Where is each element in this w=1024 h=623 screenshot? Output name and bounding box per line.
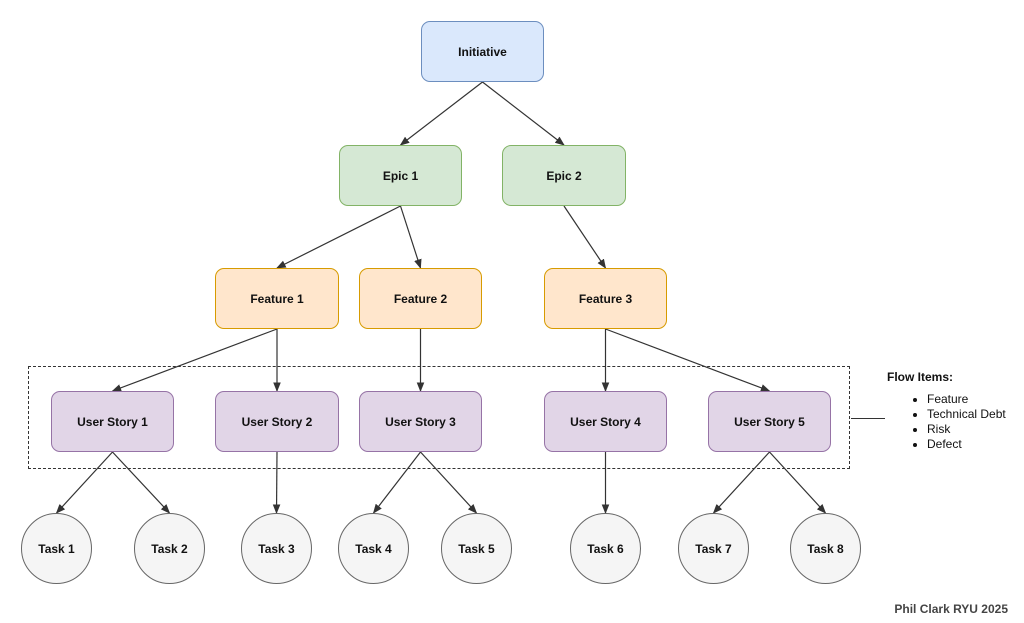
- legend-list: Feature Technical Debt Risk Defect: [887, 392, 1006, 452]
- node-feature-1[interactable]: Feature 1: [215, 268, 339, 329]
- edge-story1-to-task1: [55, 451, 113, 514]
- node-feature-3[interactable]: Feature 3: [544, 268, 667, 329]
- edge-feature3-to-story5: [605, 328, 771, 392]
- node-task-8[interactable]: Task 8: [790, 513, 861, 584]
- edge-epic1-to-feature2: [399, 205, 422, 269]
- edge-story2-to-task3: [272, 451, 281, 514]
- edge-epic1-to-feature1: [276, 205, 401, 269]
- author-credit: Phil Clark RYU 2025: [894, 602, 1008, 616]
- node-user-story-4[interactable]: User Story 4: [544, 391, 667, 452]
- legend-item: Defect: [927, 437, 1006, 452]
- legend-item: Risk: [927, 422, 1006, 437]
- edge-story1-to-task2: [112, 451, 171, 514]
- node-user-story-5[interactable]: User Story 5: [708, 391, 831, 452]
- node-task-7[interactable]: Task 7: [678, 513, 749, 584]
- node-task-6[interactable]: Task 6: [570, 513, 641, 584]
- edge-initiative-to-epic2: [482, 81, 565, 146]
- edge-story3-to-task5: [420, 451, 478, 514]
- node-task-2[interactable]: Task 2: [134, 513, 205, 584]
- node-task-3[interactable]: Task 3: [241, 513, 312, 584]
- edge-epic2-to-feature3: [563, 205, 607, 269]
- node-task-5[interactable]: Task 5: [441, 513, 512, 584]
- edge-feature1-to-story1: [111, 328, 278, 392]
- node-user-story-1[interactable]: User Story 1: [51, 391, 174, 452]
- node-user-story-2[interactable]: User Story 2: [215, 391, 339, 452]
- edge-story3-to-task4: [372, 451, 421, 514]
- node-user-story-3[interactable]: User Story 3: [359, 391, 482, 452]
- node-feature-2[interactable]: Feature 2: [359, 268, 482, 329]
- edge-story5-to-task7: [712, 451, 770, 514]
- legend-item: Feature: [927, 392, 1006, 407]
- node-task-4[interactable]: Task 4: [338, 513, 409, 584]
- node-initiative[interactable]: Initiative: [421, 21, 544, 82]
- flow-items-group: [28, 366, 850, 469]
- legend-connector-line: [851, 418, 885, 419]
- node-task-1[interactable]: Task 1: [21, 513, 92, 584]
- edge-story5-to-task8: [769, 451, 827, 514]
- legend-title: Flow Items:: [887, 370, 954, 384]
- node-epic-1[interactable]: Epic 1: [339, 145, 462, 206]
- flow-items-legend: Flow Items: Feature Technical Debt Risk …: [887, 370, 1006, 452]
- edge-initiative-to-epic1: [399, 81, 483, 146]
- node-epic-2[interactable]: Epic 2: [502, 145, 626, 206]
- legend-item: Technical Debt: [927, 407, 1006, 422]
